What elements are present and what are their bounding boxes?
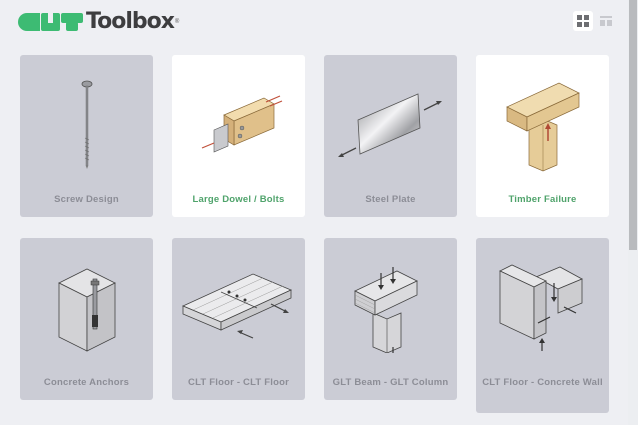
clt-toolbox-logo[interactable]: Toolbox® [18,10,179,34]
tool-card-grid: Screw Design Large Dowel / Bolts [20,55,609,413]
card-clt-floor-clt-floor[interactable]: CLT Floor - CLT Floor [172,238,305,400]
card-label: CLT Floor - Concrete Wall [482,377,603,388]
card-label: CLT Floor - CLT Floor [188,377,289,388]
clt-floor-concrete-wall-icon [476,250,609,365]
card-label: Screw Design [54,194,119,205]
header: Toolbox® [0,0,628,44]
list-view-button[interactable] [596,11,616,31]
timber-failure-icon [476,67,609,182]
card-label: Large Dowel / Bolts [192,194,285,205]
card-concrete-anchors[interactable]: Concrete Anchors [20,238,153,400]
screw-icon [20,67,153,182]
registered-mark: ® [174,19,180,25]
list-view-icon [600,16,612,26]
card-clt-floor-concrete-wall[interactable]: CLT Floor - Concrete Wall [476,238,609,413]
card-large-dowel-bolts[interactable]: Large Dowel / Bolts [172,55,305,217]
clt-floor-floor-icon [172,250,305,365]
glt-beam-column-icon [324,250,457,365]
grid-view-button[interactable] [573,11,593,31]
card-label: Timber Failure [508,194,577,205]
page-scrollbar[interactable] [628,0,638,425]
dowel-bolts-icon [172,67,305,182]
concrete-anchor-icon [20,250,153,365]
card-label: Concrete Anchors [43,377,130,388]
card-timber-failure[interactable]: Timber Failure [476,55,609,217]
card-label: GLT Beam - GLT Column [332,377,449,388]
grid-view-icon [577,15,589,27]
card-steel-plate[interactable]: Steel Plate [324,55,457,217]
card-label: Steel Plate [365,194,416,205]
clt-logo-mark-icon [18,13,83,31]
steel-plate-icon [324,67,457,182]
card-screw-design[interactable]: Screw Design [20,55,153,217]
scrollbar-thumb[interactable] [629,0,637,250]
card-glt-beam-glt-column[interactable]: GLT Beam - GLT Column [324,238,457,400]
logo-text: Toolbox [86,9,175,34]
